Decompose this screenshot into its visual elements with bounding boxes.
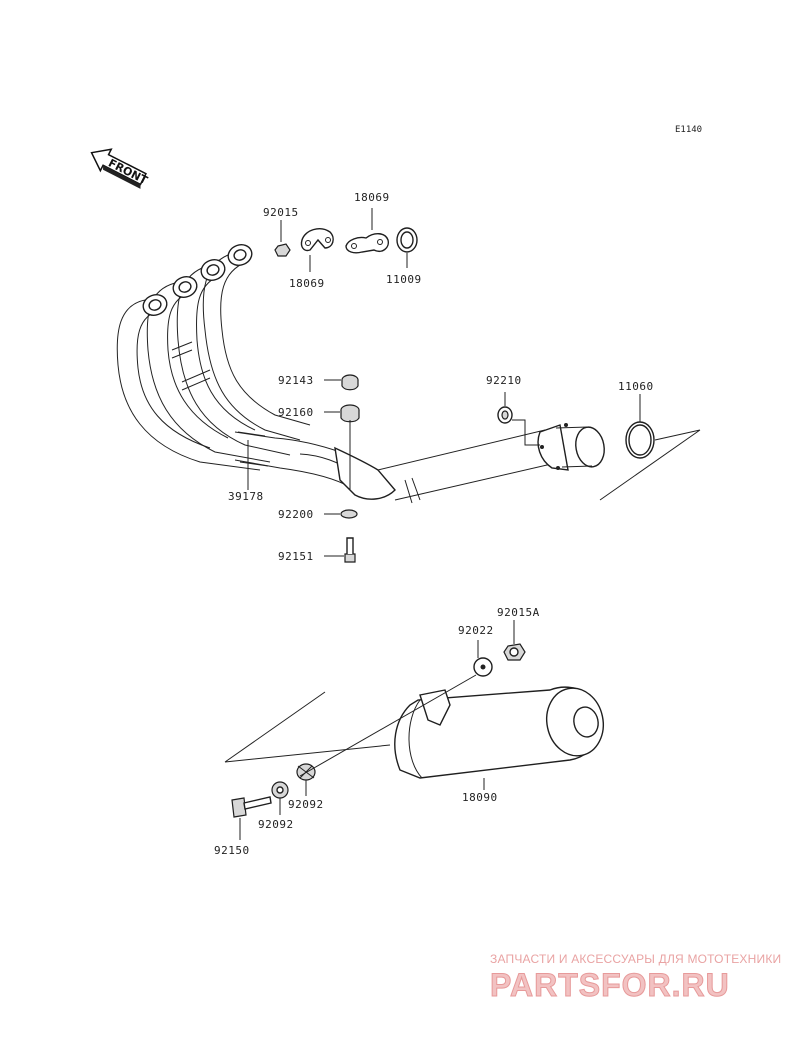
exhaust-header-39178 xyxy=(116,244,605,504)
leader-lines xyxy=(224,208,701,840)
part-label-92200: 92200 xyxy=(278,508,314,521)
part-label-92210: 92210 xyxy=(486,374,522,387)
watermark-logo: PARTSFOR.RU xyxy=(490,967,730,1003)
watermark-tagline: ЗАПЧАСТИ И АКСЕССУАРЫ ДЛЯ МОТОТЕХНИКИ xyxy=(490,952,781,966)
part-label-92092-b: 92092 xyxy=(258,818,294,831)
diagram-code: E1140 xyxy=(675,125,702,135)
part-label-92015: 92015 xyxy=(263,206,299,219)
part-label-18069-top: 18069 xyxy=(354,191,390,204)
part-label-18090: 18090 xyxy=(462,791,498,804)
damper-92160 xyxy=(340,404,360,423)
nut-92015 xyxy=(274,243,291,257)
part-label-11060: 11060 xyxy=(618,380,654,393)
bolt-92151 xyxy=(344,537,356,563)
collar-92143 xyxy=(341,374,359,391)
grommet-92210 xyxy=(497,406,513,424)
part-label-92022: 92022 xyxy=(458,624,494,637)
part-labels: 92015 18069 18069 11009 92143 92160 3917… xyxy=(214,191,654,857)
nut-92015A xyxy=(503,643,526,661)
front-arrow-icon: FRONT xyxy=(90,148,150,189)
washer-92200 xyxy=(340,509,358,519)
part-label-92150: 92150 xyxy=(214,844,250,857)
part-label-11009: 11009 xyxy=(386,273,422,286)
gasket-11060 xyxy=(625,421,655,459)
bolt-92150 xyxy=(231,796,272,818)
gasket-11009 xyxy=(396,227,418,253)
part-label-18069-bottom: 18069 xyxy=(289,277,325,290)
watermark: ЗАПЧАСТИ И АКСЕССУАРЫ ДЛЯ МОТОТЕХНИКИ PA… xyxy=(490,952,782,1004)
collar-92092-left xyxy=(271,781,289,799)
washer-92022 xyxy=(473,657,493,677)
part-label-92151: 92151 xyxy=(278,550,314,563)
bracket-18069-right xyxy=(345,233,389,254)
muffler-18090 xyxy=(394,686,604,779)
bracket-18069-left xyxy=(300,228,334,252)
part-label-92143: 92143 xyxy=(278,374,314,387)
part-label-92092-a: 92092 xyxy=(288,798,324,811)
part-label-92015A: 92015A xyxy=(497,606,540,619)
part-label-39178: 39178 xyxy=(228,490,264,503)
part-label-92160: 92160 xyxy=(278,406,314,419)
